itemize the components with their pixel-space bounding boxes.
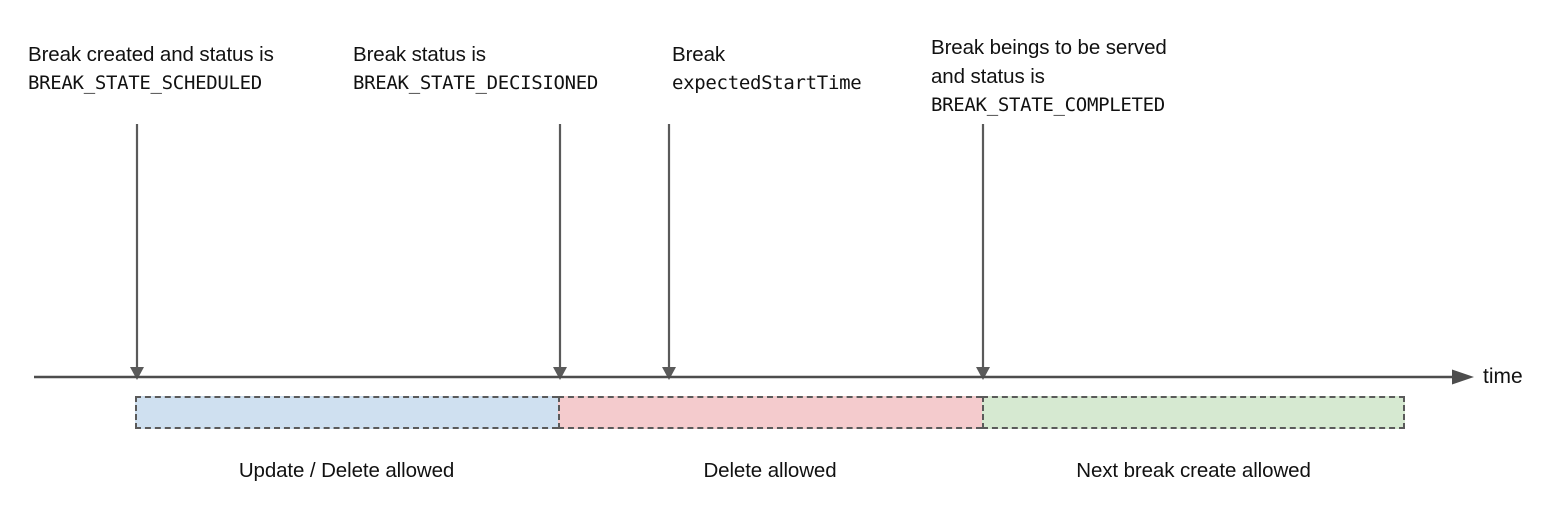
annotation-line: Break beings to be served [931,36,1167,59]
phase-caption-next-break-create: Next break create allowed [1076,459,1311,482]
annotation-line: expectedStartTime [672,72,862,94]
annotation-line: BREAK_STATE_SCHEDULED [28,72,262,94]
annotation-line: Break [672,43,726,66]
phase-caption-update-delete: Update / Delete allowed [238,459,455,482]
annotation-line: and status is [931,65,1045,88]
annotation-line: Break created and status is [28,43,274,66]
phase-bar-next-break-create [982,396,1405,429]
time-axis-label: time [1483,365,1523,388]
annotation-decisioned: Break status is BREAK_STATE_DECISIONED [353,40,598,98]
drop-arrow-icon-completed [976,124,990,380]
annotation-scheduled: Break created and status is BREAK_STATE_… [28,40,274,98]
phase-divider [558,396,560,429]
phase-caption-delete-only: Delete allowed [703,459,837,482]
annotation-line: BREAK_STATE_COMPLETED [931,94,1165,116]
annotation-expected-start-time: Break expectedStartTime [672,40,862,98]
annotation-line: Break status is [353,43,486,66]
annotation-completed: Break beings to be served and status is … [931,33,1167,120]
phase-bar-update-delete [135,396,558,429]
phase-bar-delete-only [558,396,982,429]
drop-arrow-icon-expected-start-time [662,124,676,380]
drop-arrow-icon-decisioned [553,124,567,380]
phase-divider [982,396,984,429]
annotation-line: BREAK_STATE_DECISIONED [353,72,599,94]
drop-arrow-icon-scheduled [130,124,144,380]
time-axis-icon [34,369,1474,385]
